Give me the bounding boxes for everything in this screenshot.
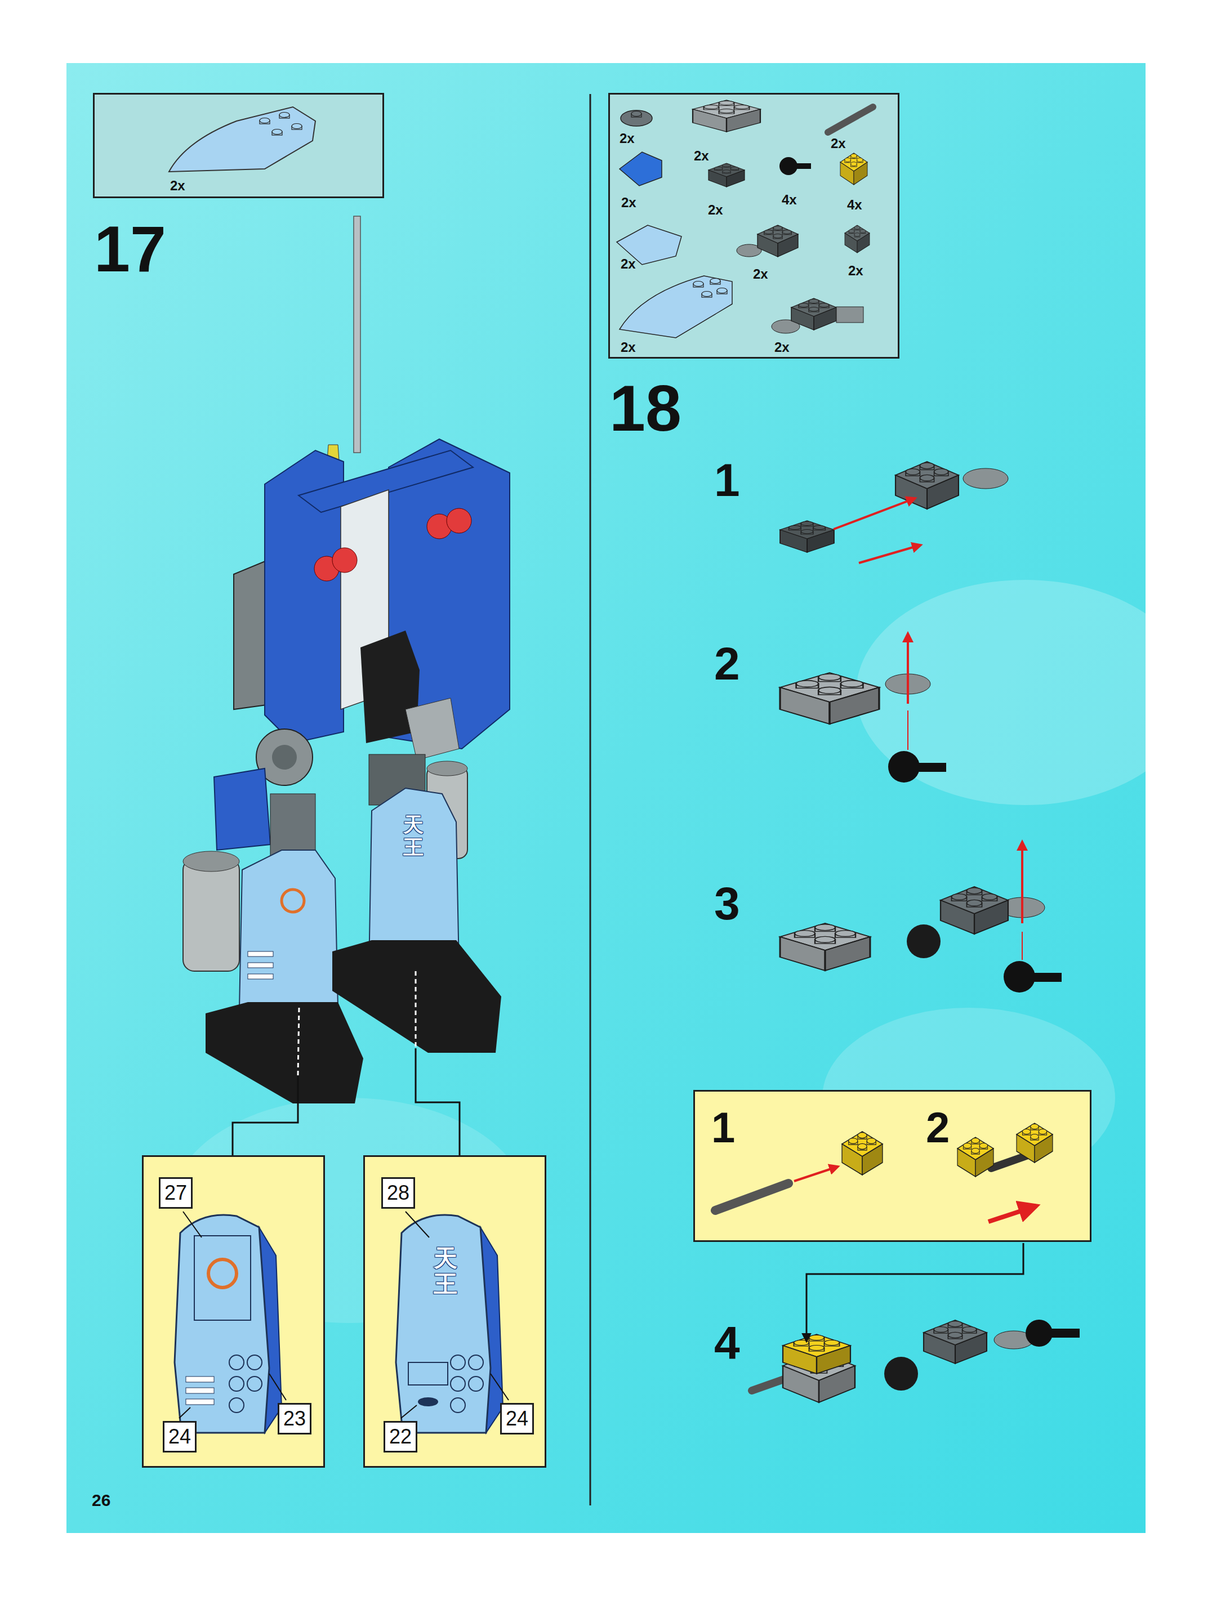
parts-box: 2x <box>92 92 385 199</box>
sticker-callout: 28 22 24 <box>363 1155 547 1469</box>
sticker-callout: 27 23 24 <box>141 1155 325 1469</box>
part-count: 2x <box>707 203 724 217</box>
subassembly-callout: 12 <box>693 1090 1092 1243</box>
part-count: 2x <box>619 131 635 146</box>
part-count: 2x <box>620 257 636 271</box>
substep-number: 1 <box>714 457 741 504</box>
sticker-number: 28 <box>381 1177 416 1210</box>
sticker-text: 天王 <box>433 1245 458 1298</box>
substep-number: 2 <box>714 640 741 688</box>
sticker-number: 24 <box>500 1403 534 1436</box>
substep-number: 3 <box>714 880 741 928</box>
sticker-number: 23 <box>277 1403 312 1436</box>
substep-number: 1 <box>711 1106 735 1150</box>
substep-number: 4 <box>714 1320 741 1367</box>
parts-box: 2x 2x 2x 2x 2x 4x 4x 2x 2x 2x 2x 2x <box>608 92 900 359</box>
step-number: 17 <box>94 216 167 282</box>
part-count: 4x <box>781 193 797 207</box>
sticker-number: 22 <box>383 1421 418 1454</box>
sticker-number: 27 <box>158 1177 193 1210</box>
part-count: 2x <box>774 340 790 355</box>
step-number: 18 <box>609 376 682 441</box>
part-count: 2x <box>830 136 846 151</box>
part-count: 2x <box>752 267 769 282</box>
part-count: 2x <box>170 179 186 193</box>
part-count: 4x <box>847 198 863 212</box>
sticker-text: 天王 <box>403 813 424 859</box>
part-count: 2x <box>693 149 710 163</box>
part-count: 2x <box>620 340 636 355</box>
sticker-number: 24 <box>162 1421 197 1454</box>
page-number: 26 <box>91 1492 111 1510</box>
part-count: 2x <box>848 264 864 278</box>
substep-number: 2 <box>925 1106 950 1150</box>
part-count: 2x <box>621 195 637 210</box>
